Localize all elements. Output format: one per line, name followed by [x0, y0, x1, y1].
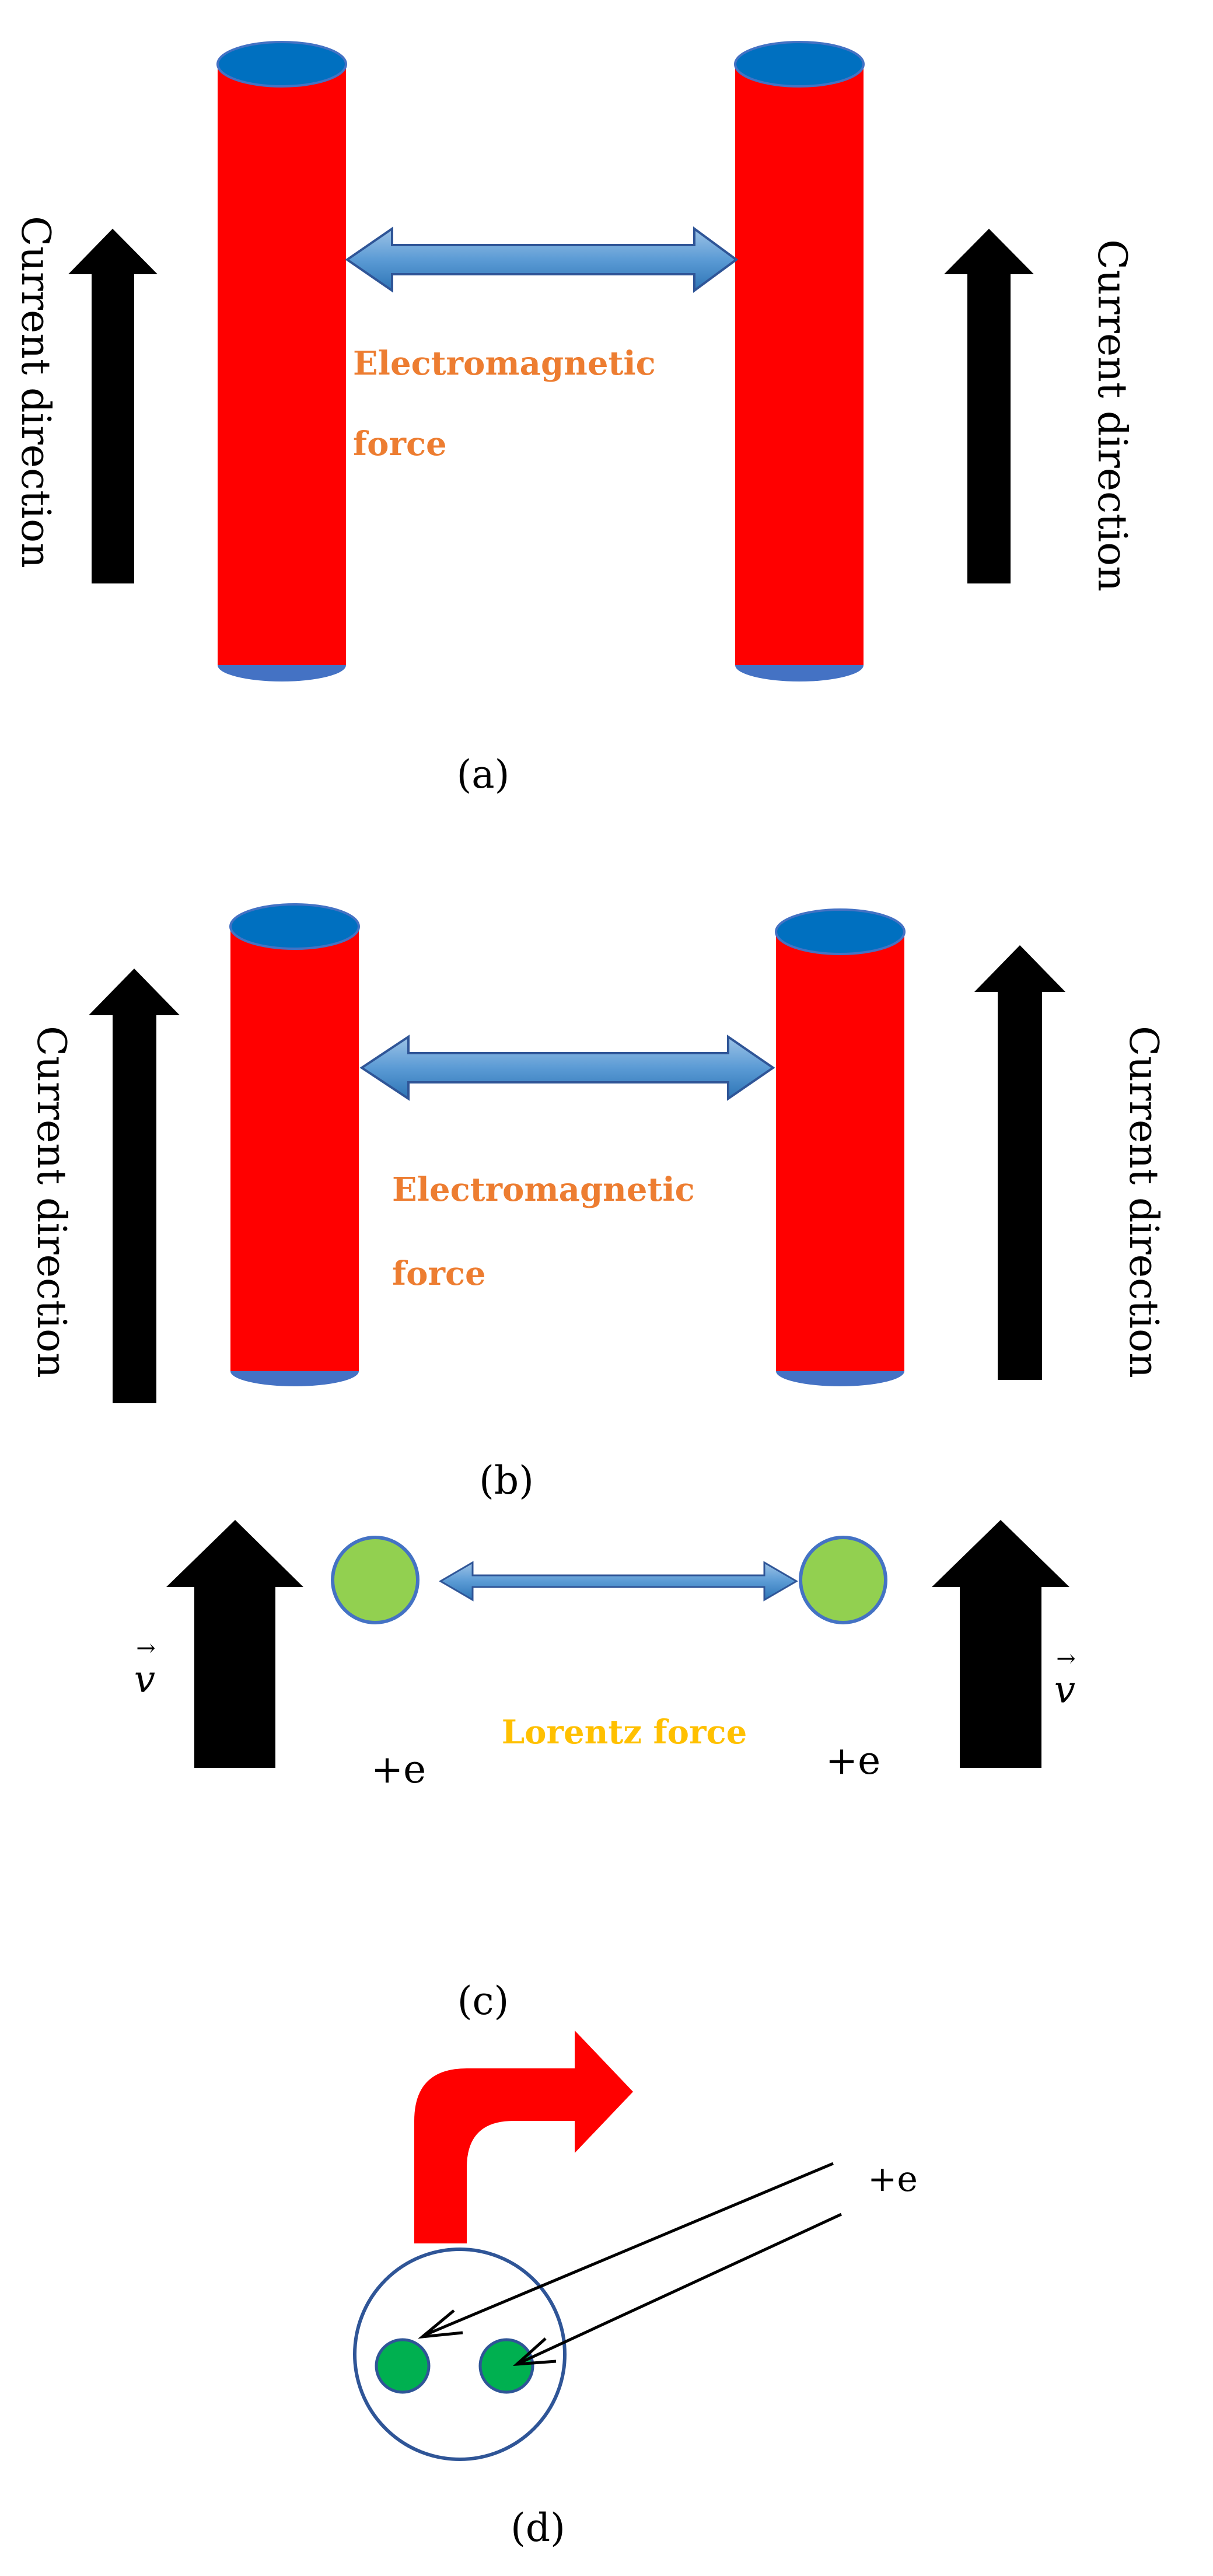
right-current-label: Current direction	[1089, 239, 1135, 592]
right-vector-mark: →	[1056, 1645, 1076, 1672]
left-wire-top-cap	[229, 903, 360, 950]
right-charge-dot	[478, 2338, 534, 2394]
panel-d: +e (d)	[353, 2030, 918, 2550]
left-velocity-symbol: v	[134, 1658, 155, 1701]
left-wire	[216, 41, 347, 681]
charge-path-arrow-upper	[418, 2162, 834, 2339]
right-current-label: Current direction	[1120, 1026, 1166, 1378]
right-wire	[734, 41, 865, 681]
right-velocity-symbol: v	[1054, 1669, 1075, 1712]
charge-path-arrow-lower	[512, 2213, 843, 2367]
lorentz-force-label: Lorentz force	[502, 1713, 747, 1752]
left-current-arrow	[89, 969, 180, 1403]
right-positive-charge	[799, 1536, 887, 1624]
caption-d: (d)	[511, 2505, 565, 2550]
right-wire-top-cap	[734, 41, 865, 88]
force-label-line1: Electromagnetic	[353, 344, 656, 383]
left-charge-dot	[375, 2338, 431, 2394]
right-current-arrow	[944, 229, 1034, 583]
left-current-arrow	[68, 229, 158, 583]
panel-b: Current direction Current direction Elec…	[28, 903, 1166, 1503]
cross-section-circle	[353, 2248, 567, 2461]
force-label-line2: force	[392, 1254, 486, 1293]
right-wire-body	[776, 932, 904, 1371]
panel-c: v → v → +e +e Lorentz force (c)	[134, 1520, 1076, 2023]
caption-a: (a)	[457, 752, 510, 797]
caption-c: (c)	[457, 1979, 509, 2023]
left-current-label: Current direction	[12, 216, 58, 568]
left-wire-top-cap	[216, 41, 347, 88]
left-vector-mark: →	[136, 1635, 156, 1662]
force-label-line2: force	[353, 425, 447, 463]
right-wire	[775, 908, 906, 1386]
right-wire-top-cap	[775, 908, 906, 955]
panel-a: Current direction Current direction Elec…	[12, 41, 1135, 797]
left-velocity-arrow	[166, 1520, 303, 1768]
left-charge-label: +e	[371, 1747, 426, 1792]
electromagnetic-force-double-arrow	[359, 1034, 775, 1101]
bent-red-arrow	[414, 2030, 633, 2243]
force-label-line1: Electromagnetic	[392, 1170, 695, 1209]
caption-b: (b)	[479, 1458, 534, 1503]
left-wire-body	[218, 64, 346, 665]
left-current-label: Current direction	[28, 1026, 74, 1378]
left-positive-charge	[331, 1536, 420, 1624]
charge-label: +e	[868, 2159, 918, 2200]
right-velocity-arrow	[932, 1520, 1069, 1768]
left-wire	[229, 903, 360, 1386]
lorentz-force-double-arrow	[439, 1561, 798, 1602]
right-charge-label: +e	[826, 1738, 880, 1783]
left-wire-body	[230, 927, 359, 1371]
right-current-arrow	[974, 945, 1065, 1380]
electromagnetic-force-double-arrow	[345, 226, 739, 293]
right-wire-body	[735, 64, 864, 665]
